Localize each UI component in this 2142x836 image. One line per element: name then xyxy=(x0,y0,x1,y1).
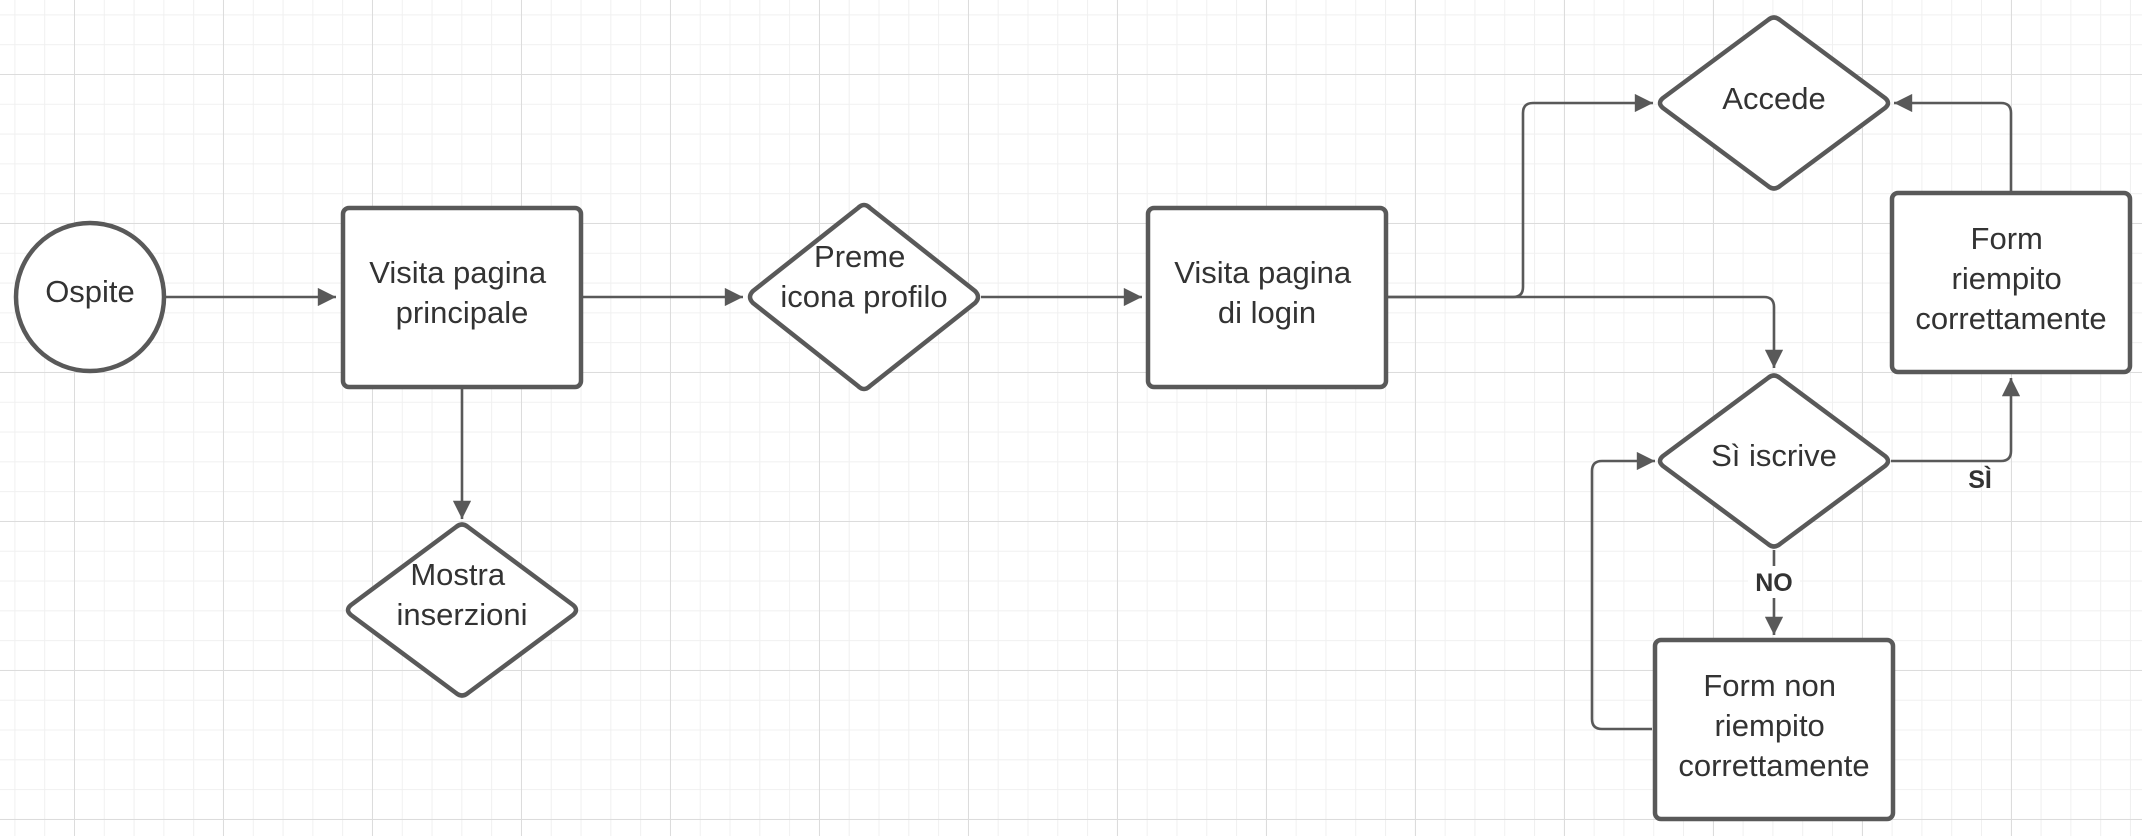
edge-visita-login-to-si-iscrive xyxy=(1386,295,1784,368)
node-form-non-corretto-line-1: Form non xyxy=(1703,668,1836,703)
node-si-iscrive-label: Sì iscrive xyxy=(1711,438,1837,473)
node-form-non-corretto-line-2: riempito xyxy=(1715,708,1825,743)
node-mostra-inserzioni-line-1: Mostra xyxy=(410,557,506,592)
node-mostra-inserzioni[interactable]: Mostra inserzioni xyxy=(345,522,579,698)
svg-text:Form riempito corr: Form riempito correttamente xyxy=(1915,221,2106,336)
node-preme-icona-line-1: Preme xyxy=(814,239,905,274)
node-mostra-inserzioni-line-2: inserzioni xyxy=(397,597,528,632)
node-form-corretto[interactable]: Form riempito correttamente xyxy=(1889,190,2133,375)
edge-form-corretto-to-accede xyxy=(1894,93,2013,192)
node-form-non-corretto-line-3: correttamente xyxy=(1678,748,1869,783)
node-visita-principale-line-2: principale xyxy=(396,295,529,330)
node-preme-icona[interactable]: Preme icona profilo xyxy=(747,202,981,392)
edge-visita-login-to-accede xyxy=(1386,93,1653,299)
node-form-corretto-line-1: Form xyxy=(1971,221,2043,256)
node-visita-principale-line-1: Visita pagina xyxy=(369,255,547,290)
node-ospite-label: Ospite xyxy=(45,274,135,309)
svg-text:Visita pagina di login: Visita pagina di login xyxy=(1174,255,1360,330)
svg-text:Visita pagina principale: Visita pagina principale xyxy=(369,255,555,330)
node-accede-label: Accede xyxy=(1722,81,1825,116)
node-si-iscrive[interactable]: Sì iscrive xyxy=(1657,373,1891,549)
svg-text:Ospite: Ospite xyxy=(45,274,135,309)
svg-text:Form non riempito: Form non riempito correttamente xyxy=(1678,668,1869,783)
svg-text:Mostra inserzioni: Mostra inserzioni xyxy=(397,557,528,632)
node-form-corretto-line-3: correttamente xyxy=(1915,301,2106,336)
connectors xyxy=(165,93,2021,731)
edge-form-non-corretto-to-si-iscrive xyxy=(1590,451,1655,731)
node-visita-login-line-1: Visita pagina xyxy=(1174,255,1352,290)
node-visita-principale[interactable]: Visita pagina principale xyxy=(340,205,584,390)
node-preme-icona-line-2: icona profilo xyxy=(780,279,947,314)
svg-text:Sì iscrive: Sì iscrive xyxy=(1711,438,1837,473)
node-visita-login[interactable]: Visita pagina di login xyxy=(1145,205,1389,390)
no-label-bg xyxy=(1748,566,1800,598)
node-ospite[interactable]: Ospite xyxy=(13,220,167,374)
edge-label-no: NO xyxy=(1755,569,1793,597)
edge-label-si: SÌ xyxy=(1968,465,1992,494)
node-form-non-corretto[interactable]: Form non riempito correttamente xyxy=(1652,637,1896,822)
node-accede[interactable]: Accede xyxy=(1657,15,1891,191)
node-form-corretto-line-2: riempito xyxy=(1952,261,2062,296)
edge-si-iscrive-to-form-corretto xyxy=(1891,378,2021,463)
svg-text:Preme icona profilo: Preme icona profilo xyxy=(780,239,947,314)
svg-text:Accede: Accede xyxy=(1722,81,1825,116)
node-visita-login-line-2: di login xyxy=(1218,295,1316,330)
